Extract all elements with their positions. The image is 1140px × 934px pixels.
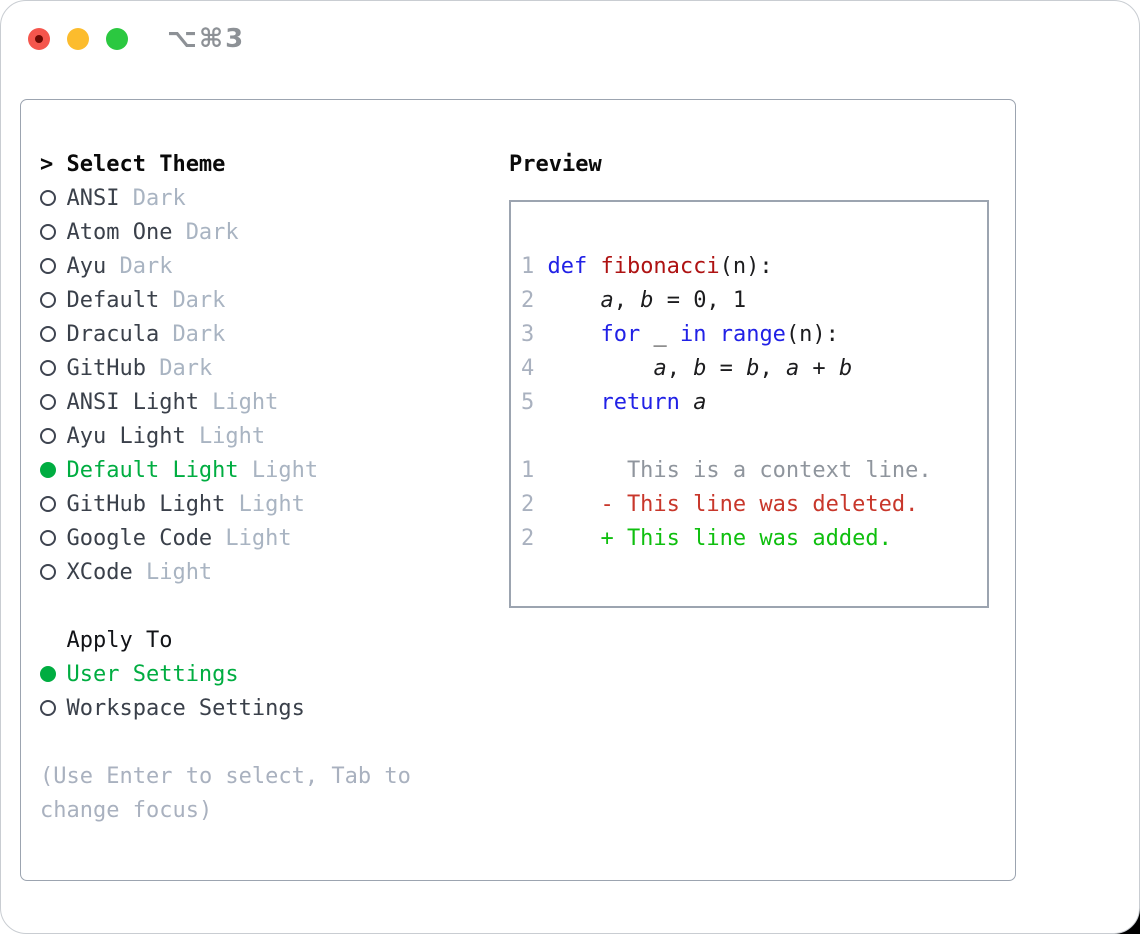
- radio-icon: [40, 420, 66, 454]
- theme-name: GitHub: [66, 356, 146, 381]
- theme-name: Default: [66, 288, 160, 313]
- help-text-line2: change focus): [40, 798, 213, 823]
- radio-selected-icon: [40, 658, 66, 692]
- theme-option-dracula-dark[interactable]: Dracula Dark: [40, 318, 492, 352]
- theme-name: Default Light: [66, 458, 239, 483]
- diff-deleted-line: 2 - This line was deleted.: [521, 488, 987, 522]
- radio-icon: [40, 556, 66, 590]
- theme-option-default-light-selected[interactable]: Default Light Light: [40, 454, 492, 488]
- select-theme-title: Select Theme: [66, 152, 226, 177]
- theme-variant: Light: [145, 560, 213, 585]
- window-title-shortcut: ⌥⌘3: [167, 24, 246, 54]
- radio-icon: [40, 522, 66, 556]
- diff-added-line: 2 + This line was added.: [521, 522, 987, 556]
- theme-variant: Dark: [185, 220, 239, 245]
- apply-option-label: Workspace Settings: [66, 696, 305, 721]
- theme-option-ayu-dark[interactable]: Ayu Dark: [40, 250, 492, 284]
- line-number: 1: [521, 458, 535, 483]
- select-theme-header: > Select Theme: [40, 148, 492, 182]
- theme-name: Atom One: [66, 220, 173, 245]
- theme-option-atom-one-dark[interactable]: Atom One Dark: [40, 216, 492, 250]
- code-line: 3 for _ in range(n):: [521, 318, 987, 352]
- traffic-lights: [28, 28, 145, 50]
- theme-variant: Dark: [172, 288, 226, 313]
- radio-icon: [40, 216, 66, 250]
- theme-variant: Dark: [132, 186, 186, 211]
- line-number: 2: [521, 492, 535, 517]
- theme-variant: Dark: [159, 356, 213, 381]
- spacer: [40, 590, 492, 624]
- code-line: 5 return a: [521, 386, 987, 420]
- preview-title: Preview: [509, 152, 602, 177]
- theme-name: XCode: [66, 560, 133, 585]
- diff-context-line: 1 This is a context line.: [521, 454, 987, 488]
- spacer: [40, 726, 492, 760]
- theme-variant: Light: [198, 424, 266, 449]
- radio-icon: [40, 692, 66, 726]
- radio-workspace-settings[interactable]: Workspace Settings: [40, 692, 492, 726]
- cursor-prompt-icon: >: [40, 152, 54, 177]
- theme-name: ANSI: [66, 186, 120, 211]
- theme-name: ANSI Light: [66, 390, 199, 415]
- theme-option-github-light[interactable]: GitHub Light Light: [40, 488, 492, 522]
- theme-variant: Light: [251, 458, 319, 483]
- radio-icon: [40, 352, 66, 386]
- close-button[interactable]: [28, 28, 50, 50]
- theme-variant: Light: [238, 492, 305, 517]
- theme-name: Google Code: [66, 526, 213, 551]
- radio-icon: [40, 284, 66, 318]
- radio-icon: [40, 386, 66, 420]
- theme-variant: Light: [225, 526, 292, 551]
- theme-variant: Dark: [119, 254, 173, 279]
- line-number: 2: [521, 288, 535, 313]
- radio-icon: [40, 488, 66, 522]
- theme-option-xcode-light[interactable]: XCode Light: [40, 556, 492, 590]
- apply-to-title: Apply To: [66, 628, 173, 653]
- theme-option-github-dark[interactable]: GitHub Dark: [40, 352, 492, 386]
- theme-variant: Light: [212, 390, 279, 415]
- apply-to-header: Apply To: [40, 624, 492, 658]
- theme-option-ansi-light[interactable]: ANSI Light Light: [40, 386, 492, 420]
- line-number: 4: [521, 356, 535, 381]
- theme-option-ansi-dark[interactable]: ANSI Dark: [40, 182, 492, 216]
- radio-user-settings[interactable]: User Settings: [40, 658, 492, 692]
- zoom-button[interactable]: [106, 28, 128, 50]
- apply-option-label: User Settings: [66, 662, 239, 687]
- line-number: 1: [521, 254, 535, 279]
- line-number: 2: [521, 526, 535, 551]
- theme-option-default-dark[interactable]: Default Dark: [40, 284, 492, 318]
- minimize-button[interactable]: [67, 28, 89, 50]
- help-text-line1: (Use Enter to select, Tab to: [40, 764, 411, 789]
- theme-variant: Dark: [172, 322, 226, 347]
- title-bar: ⌥⌘3: [1, 1, 1139, 77]
- line-number: 3: [521, 322, 535, 347]
- spacer: [521, 420, 987, 454]
- theme-name: Ayu Light: [66, 424, 186, 449]
- code-line: 2 a, b = 0, 1: [521, 284, 987, 318]
- radio-icon: [40, 182, 66, 216]
- radio-icon: [40, 250, 66, 284]
- theme-name: Dracula: [66, 322, 160, 347]
- theme-option-google-code-light[interactable]: Google Code Light: [40, 522, 492, 556]
- code-line: 4 a, b = b, a + b: [521, 352, 987, 386]
- line-number: 5: [521, 390, 535, 415]
- radio-icon: [40, 318, 66, 352]
- theme-name: Ayu: [66, 254, 107, 279]
- theme-option-ayu-light[interactable]: Ayu Light Light: [40, 420, 492, 454]
- theme-name: GitHub Light: [66, 492, 226, 517]
- radio-selected-icon: [40, 454, 66, 488]
